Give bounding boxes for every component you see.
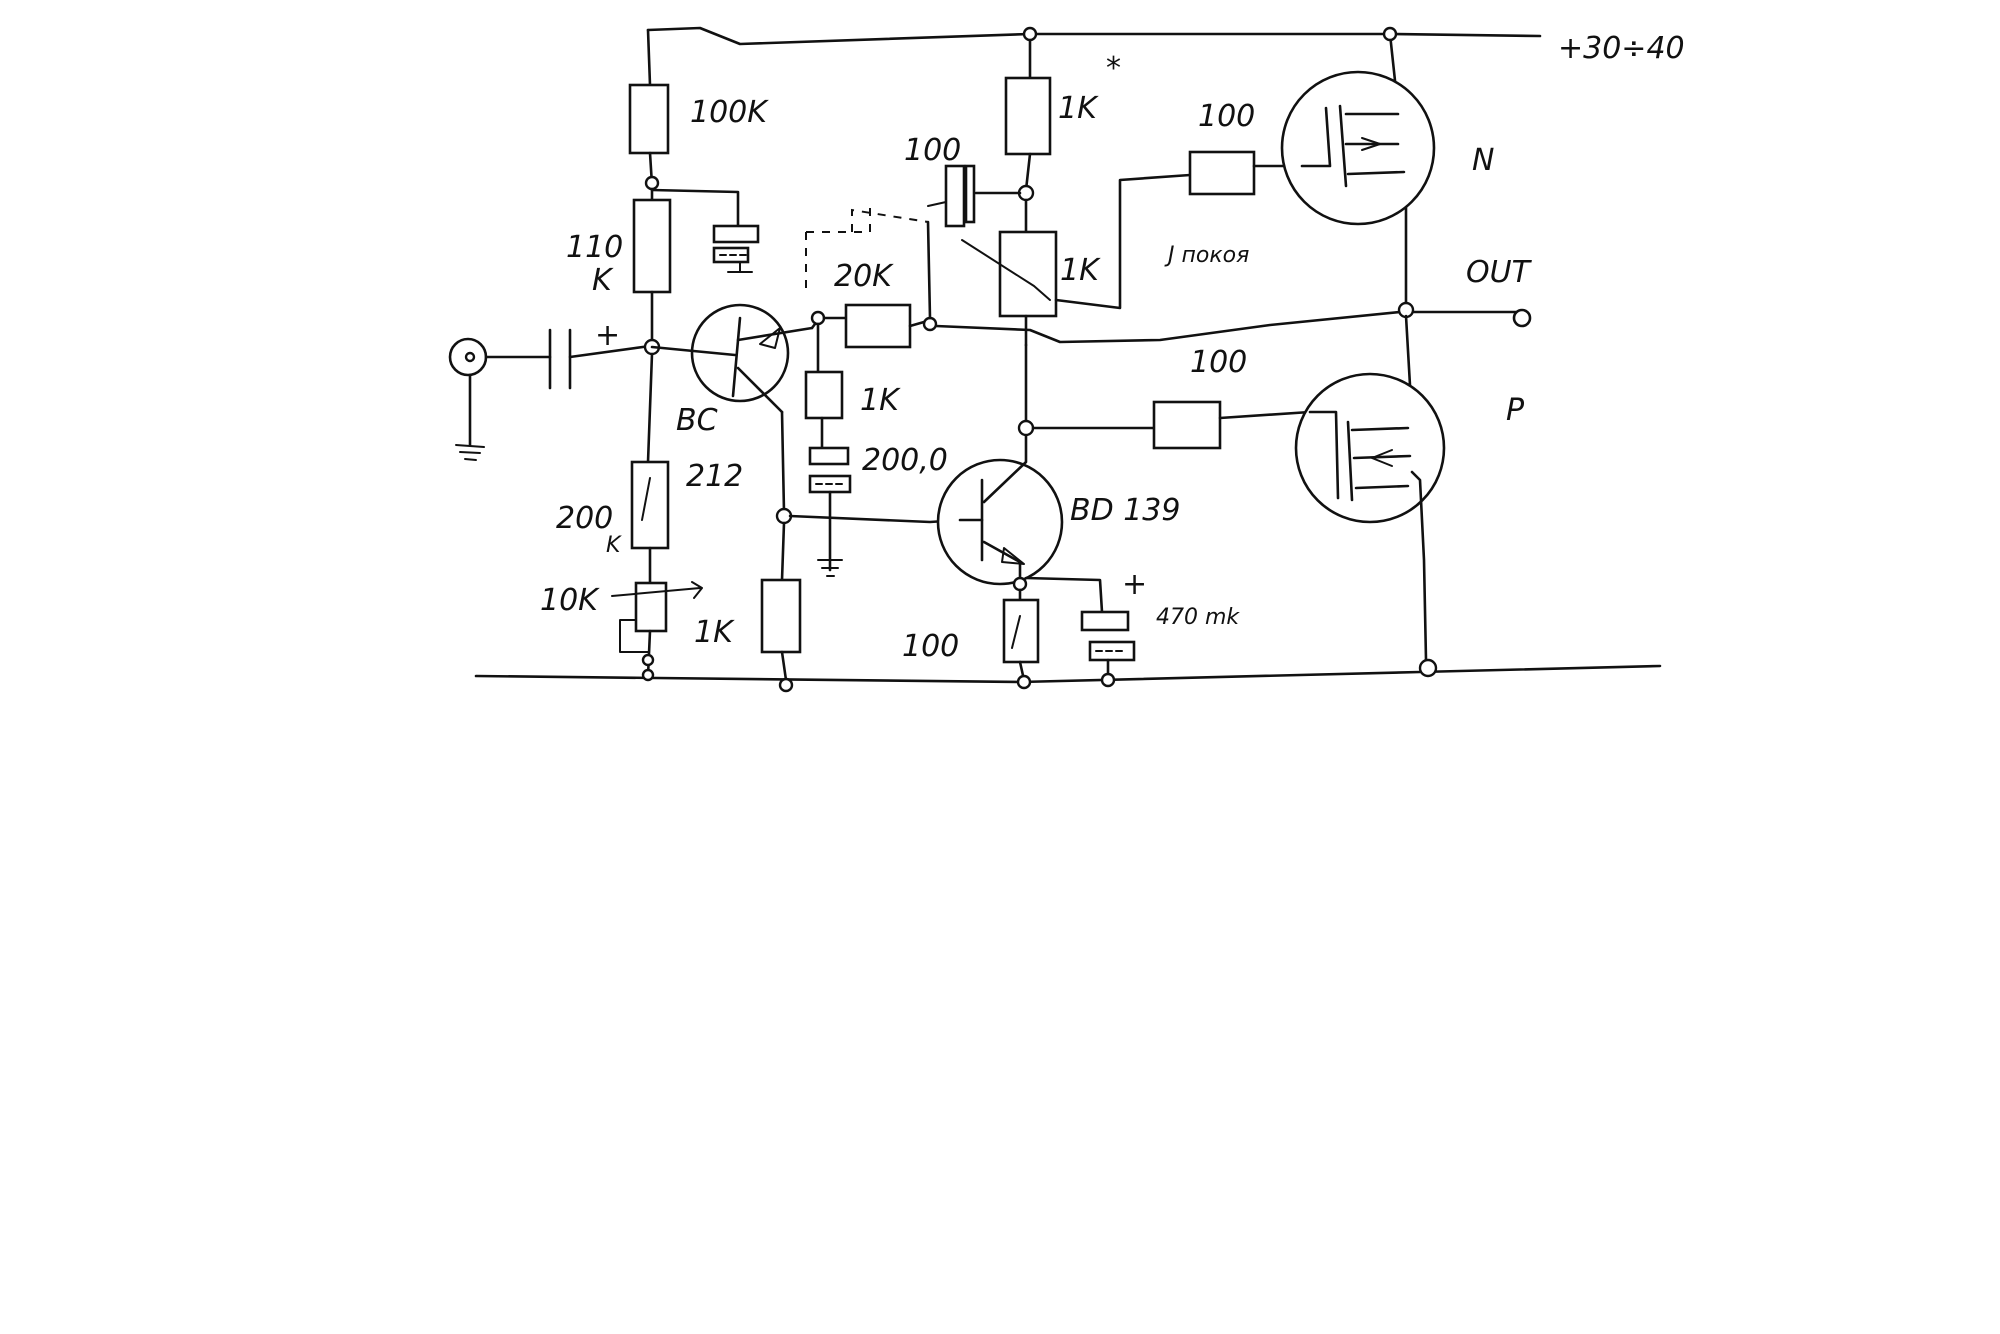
node-ground-5 [1100,672,1116,688]
label-q1-emitter: 1K [860,383,901,418]
label-trimmer-100: 100 [904,133,961,168]
node-vas-top [1022,26,1038,42]
transistor-q2 [936,434,1064,586]
node-q1-emitter [810,310,826,326]
bias-trimmer-arrow [961,239,1051,301]
node-ground-1 [641,653,655,667]
node-supply-n [1382,26,1398,42]
decoupling-wire [650,188,740,230]
label-bias-low: 200 [556,501,613,536]
resistor-vas-emitter [1002,598,1040,664]
bias-wire-6 [646,629,652,678]
node-ground-3 [778,677,794,693]
resistor-feedback [844,303,912,349]
trimmer-wiper-wire [926,220,932,320]
gate-p-wire-2 [1218,410,1312,420]
label-gate-p: 100 [1190,345,1247,380]
input-jack [448,337,488,461]
resistor-gate-n [1188,150,1256,196]
transistor-q1 [650,303,814,414]
label-gate-n: 100 [1198,99,1255,134]
label-q1-collector: 1K [694,615,735,650]
label-capacitor-emitter: 470 mk [1156,605,1240,630]
q1-collector-wire [780,410,786,514]
resistor-bias-top [628,83,670,155]
decoupling-capacitor [712,224,760,273]
label-q2: BD 139 [1070,493,1180,528]
q1-collector-to-q2 [788,514,962,524]
node-feedback [922,316,938,332]
node-q2-emitter [1012,576,1028,592]
input-cap-polarity: + [595,318,620,353]
bias-wire-4 [646,352,654,464]
label-q1-line2: 212 [686,459,743,494]
node-ground-2 [641,668,655,682]
resistor-vas-collector [1004,76,1052,156]
label-output: OUT [1466,255,1533,290]
feedback-wire-2 [908,320,926,328]
mosfet-p [1294,372,1446,662]
resistor-gate-p [1152,400,1222,450]
label-vas-collector: 1K [1058,91,1099,126]
label-quiescent: J покоя [1164,243,1249,268]
gate-n-wire [1054,173,1192,310]
node-ground-6 [1418,658,1438,678]
label-mosfet-p: P [1506,393,1525,428]
resistor-bias-mid [632,198,672,294]
label-vas-emitter: 100 [902,629,959,664]
label-capacitor-feedback: 200,0 [862,443,948,478]
q1-collector-gnd [780,650,788,682]
label-vas-star: * [1106,51,1121,86]
label-trimmer: 10K [540,583,600,618]
vas-wire-2 [1024,152,1032,192]
label-emitter-cap-polarity: + [1122,567,1147,602]
q1-collector-down [780,521,786,582]
label-bias-1k: 1K [1060,253,1101,288]
capacitor-feedback [808,446,852,577]
emitter-cap-wire [1024,576,1104,614]
trimmer-100 [927,164,1022,228]
label-supply: +30÷40 [1558,31,1685,66]
label-bias-mid: 110 [566,230,623,265]
resistor-q1-emitter [804,370,844,420]
output-terminal [1512,308,1532,328]
resistor-bias-1k [998,230,1058,318]
label-bias-top: 100K [690,95,769,130]
dashed-option [805,200,929,290]
input-capacitor [484,328,652,390]
label-mosfet-n: N [1472,143,1494,178]
bias-wire-top [646,28,652,87]
supply-rail [646,26,1542,46]
node-vas-lower [1017,419,1035,437]
capacitor-emitter [1080,610,1136,682]
node-ground-4 [1016,674,1032,690]
trimmer-resistor [611,581,703,653]
label-bias-mid-k: K [592,263,614,298]
label-bias-low-k: K [606,533,622,558]
ground-rail [474,664,1662,684]
label-feedback: 20K [834,259,894,294]
resistor-bias-low [630,460,670,550]
node-bias-1 [644,175,660,191]
label-q1-line1: BC [676,403,718,438]
resistor-q1-collector [760,578,802,654]
mosfet-n [1280,70,1436,226]
feedback-to-output [934,310,1402,344]
